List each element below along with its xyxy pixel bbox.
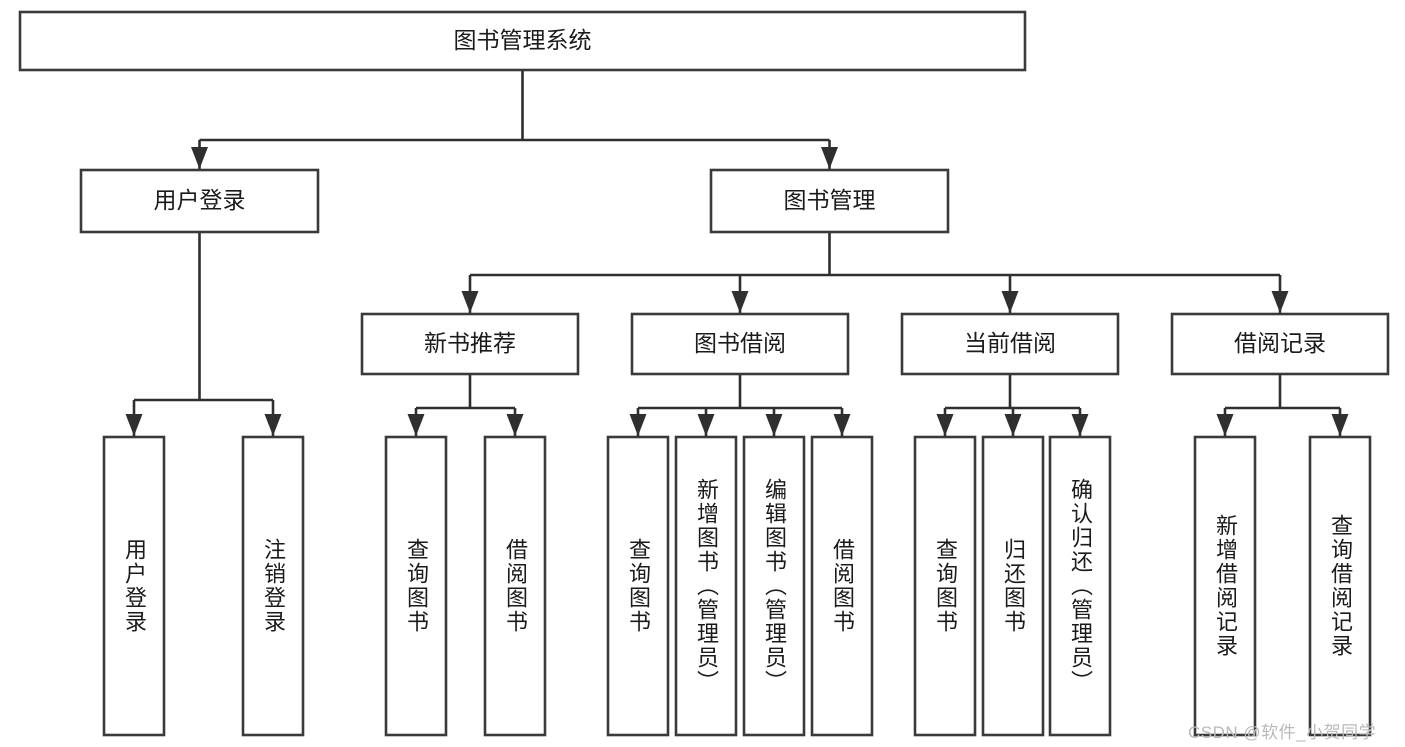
level1-node-label-0: 用户登录 bbox=[154, 187, 246, 213]
arrow-head-icon-leaf-7 bbox=[833, 414, 851, 436]
connector-layer bbox=[125, 70, 1349, 436]
level1-node-box-0[interactable] bbox=[79, 168, 320, 234]
leaf-node-box-5[interactable] bbox=[674, 435, 738, 737]
level2-node-label-1: 图书借阅 bbox=[694, 330, 786, 356]
arrow-head-icon-leaf-5 bbox=[697, 414, 715, 436]
level1-node-label-1: 图书管理 bbox=[784, 187, 876, 213]
root-node-label: 图书管理系统 bbox=[454, 27, 592, 53]
level2-node-box-3[interactable] bbox=[1170, 312, 1390, 376]
root-node-box[interactable] bbox=[18, 10, 1027, 72]
leaf-node-box-9[interactable] bbox=[981, 435, 1045, 737]
leaf-node-box-2[interactable] bbox=[384, 435, 448, 737]
level2-node-label-0: 新书推荐 bbox=[424, 330, 516, 356]
arrow-head-icon-leaf-2 bbox=[407, 414, 425, 436]
level2-node-box-1[interactable] bbox=[630, 312, 850, 376]
leaf-node-box-1[interactable] bbox=[241, 435, 305, 737]
level2-node-label-2: 当前借阅 bbox=[964, 330, 1056, 356]
arrow-head-icon-leaf-0 bbox=[125, 414, 143, 436]
level2-node-label-3: 借阅记录 bbox=[1234, 330, 1326, 356]
arrow-head-icon-leaf-11 bbox=[1216, 414, 1234, 436]
level2-node-box-2[interactable] bbox=[900, 312, 1120, 376]
level2-node-box-0[interactable] bbox=[360, 312, 580, 376]
leaf-node-box-7[interactable] bbox=[810, 435, 874, 737]
leaf-node-box-12[interactable] bbox=[1308, 435, 1372, 737]
arrow-head-icon-level1-to-level2-2 bbox=[1001, 291, 1019, 313]
arrow-head-icon-leaf-12 bbox=[1331, 414, 1349, 436]
arrow-head-icon-level1-to-level2-1 bbox=[731, 291, 749, 313]
arrow-head-icon-leaf-8 bbox=[936, 414, 954, 436]
arrow-head-icon-leaf-10 bbox=[1071, 414, 1089, 436]
arrow-head-icon-leaf-4 bbox=[629, 414, 647, 436]
leaf-node-box-4[interactable] bbox=[606, 435, 670, 737]
arrow-head-icon-root-to-level1-0 bbox=[191, 147, 208, 169]
arrow-head-icon-leaf-3 bbox=[506, 414, 524, 436]
arrow-head-icon-level1-to-level2-0 bbox=[461, 291, 479, 313]
arrow-head-icon-leaf-9 bbox=[1004, 414, 1022, 436]
arrow-head-icon-leaf-1 bbox=[264, 414, 282, 436]
leaf-node-box-10[interactable] bbox=[1048, 435, 1112, 737]
leaf-node-box-3[interactable] bbox=[483, 435, 547, 737]
box-layer bbox=[18, 10, 1390, 737]
leaf-node-box-6[interactable] bbox=[742, 435, 806, 737]
watermark: CSDN @软件_小贺同学 bbox=[1188, 723, 1377, 742]
leaf-node-box-0[interactable] bbox=[102, 435, 166, 737]
arrow-head-icon-root-to-level1-1 bbox=[821, 147, 838, 169]
arrow-head-icon-leaf-6 bbox=[765, 414, 783, 436]
leaf-node-box-11[interactable] bbox=[1193, 435, 1257, 737]
leaf-node-box-8[interactable] bbox=[913, 435, 977, 737]
arrow-head-icon-level1-to-level2-3 bbox=[1271, 291, 1289, 313]
level1-node-box-1[interactable] bbox=[709, 168, 950, 234]
